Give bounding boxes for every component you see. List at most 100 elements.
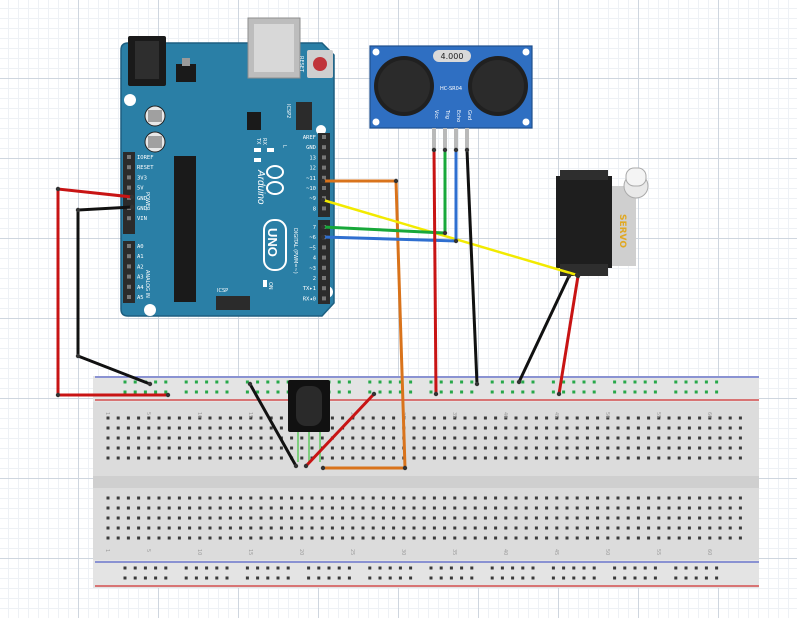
breadboard-hole <box>677 516 681 520</box>
breadboard-hole <box>443 506 447 510</box>
breadboard-hole <box>687 446 691 450</box>
rail-hole <box>572 390 576 394</box>
breadboard-hole <box>667 446 671 450</box>
breadboard-hole <box>616 496 620 500</box>
column-number: 35 <box>451 412 457 418</box>
breadboard-hole <box>606 456 610 460</box>
breadboard-hole <box>504 526 508 530</box>
breadboard-hole <box>636 506 640 510</box>
sensor-hole <box>522 48 530 56</box>
breadboard-hole <box>269 416 273 420</box>
rail-hole <box>307 566 311 570</box>
rail-hole <box>388 566 392 570</box>
rail-hole <box>378 566 382 570</box>
breadboard-hole <box>596 496 600 500</box>
rail-hole <box>623 390 627 394</box>
rail-hole <box>205 576 209 580</box>
rail-hole <box>429 380 433 384</box>
breadboard-hole <box>208 416 212 420</box>
breadboard-hole <box>555 426 559 430</box>
rail-hole <box>133 380 137 384</box>
wire-red-ir-vcc <box>304 392 376 468</box>
breadboard-hole <box>728 516 732 520</box>
breadboard-hole <box>371 446 375 450</box>
breadboard-hole <box>534 496 538 500</box>
breadboard-hole <box>453 456 457 460</box>
breadboard-hole <box>647 416 651 420</box>
breadboard-hole <box>188 456 192 460</box>
breadboard-hole <box>718 506 722 510</box>
breadboard-hole <box>177 506 181 510</box>
rail-hole <box>715 390 719 394</box>
rail-hole <box>317 566 321 570</box>
center-channel <box>93 476 759 488</box>
rail-hole <box>368 390 372 394</box>
rail-hole <box>500 380 504 384</box>
digital-pin-label: ~9 <box>309 196 316 202</box>
breadboard-hole <box>698 456 702 460</box>
breadboard-hole <box>677 456 681 460</box>
breadboard-hole <box>687 456 691 460</box>
breadboard-hole <box>738 536 742 540</box>
column-number: 35 <box>451 549 457 555</box>
rail-hole <box>521 566 525 570</box>
wire-endpoint <box>320 224 326 230</box>
capacitor <box>144 131 166 153</box>
digital-pin <box>322 245 326 250</box>
rail-hole <box>613 380 617 384</box>
rail-hole <box>449 566 453 570</box>
sensor-pin-gnd <box>465 128 469 150</box>
breadboard-hole <box>718 536 722 540</box>
breadboard-hole <box>157 426 161 430</box>
breadboard-hole <box>575 506 579 510</box>
breadboard-hole <box>514 446 518 450</box>
breadboard-hole <box>443 526 447 530</box>
breadboard-hole <box>116 506 120 510</box>
breadboard-hole <box>137 496 141 500</box>
rail-hole <box>276 566 280 570</box>
breadboard-hole <box>698 416 702 420</box>
rail-hole <box>409 576 413 580</box>
rail-hole <box>694 390 698 394</box>
breadboard-hole <box>718 416 722 420</box>
breadboard-hole <box>279 456 283 460</box>
wire-black-ir-gnd <box>248 383 298 467</box>
breadboard-hole <box>310 506 314 510</box>
breadboard-hole <box>177 536 181 540</box>
breadboard-hole <box>565 426 569 430</box>
breadboard-hole <box>606 446 610 450</box>
rail-hole <box>511 566 515 570</box>
wire-endpoint <box>566 273 572 279</box>
breadboard-hole <box>585 506 589 510</box>
breadboard-hole <box>728 446 732 450</box>
rail-hole <box>307 576 311 580</box>
breadboard-hole <box>116 426 120 430</box>
rail-hole <box>551 576 555 580</box>
breadboard-hole <box>463 456 467 460</box>
voltage-regulator <box>176 64 196 82</box>
breadboard-hole <box>616 526 620 530</box>
breadboard-hole <box>494 446 498 450</box>
rail-hole <box>154 380 158 384</box>
breadboard-hole <box>626 506 630 510</box>
breadboard-hole <box>738 436 742 440</box>
breadboard-hole <box>524 426 528 430</box>
breadboard-hole <box>728 456 732 460</box>
breadboard-hole <box>167 456 171 460</box>
sensor-pin-label-trig: Trig <box>444 109 450 119</box>
breadboard-hole <box>381 506 385 510</box>
breadboard-hole <box>565 456 569 460</box>
breadboard-hole <box>443 446 447 450</box>
breadboard-hole <box>239 446 243 450</box>
breadboard-hole <box>310 496 314 500</box>
breadboard-hole <box>208 426 212 430</box>
breadboard-hole <box>106 456 110 460</box>
breadboard-hole <box>106 426 110 430</box>
rail-hole <box>133 390 137 394</box>
rail-hole <box>562 576 566 580</box>
breadboard-hole <box>116 526 120 530</box>
breadboard-hole <box>636 426 640 430</box>
wire-yellow-pin9 <box>322 198 578 277</box>
breadboard-hole <box>188 416 192 420</box>
wire-endpoint <box>320 197 326 203</box>
